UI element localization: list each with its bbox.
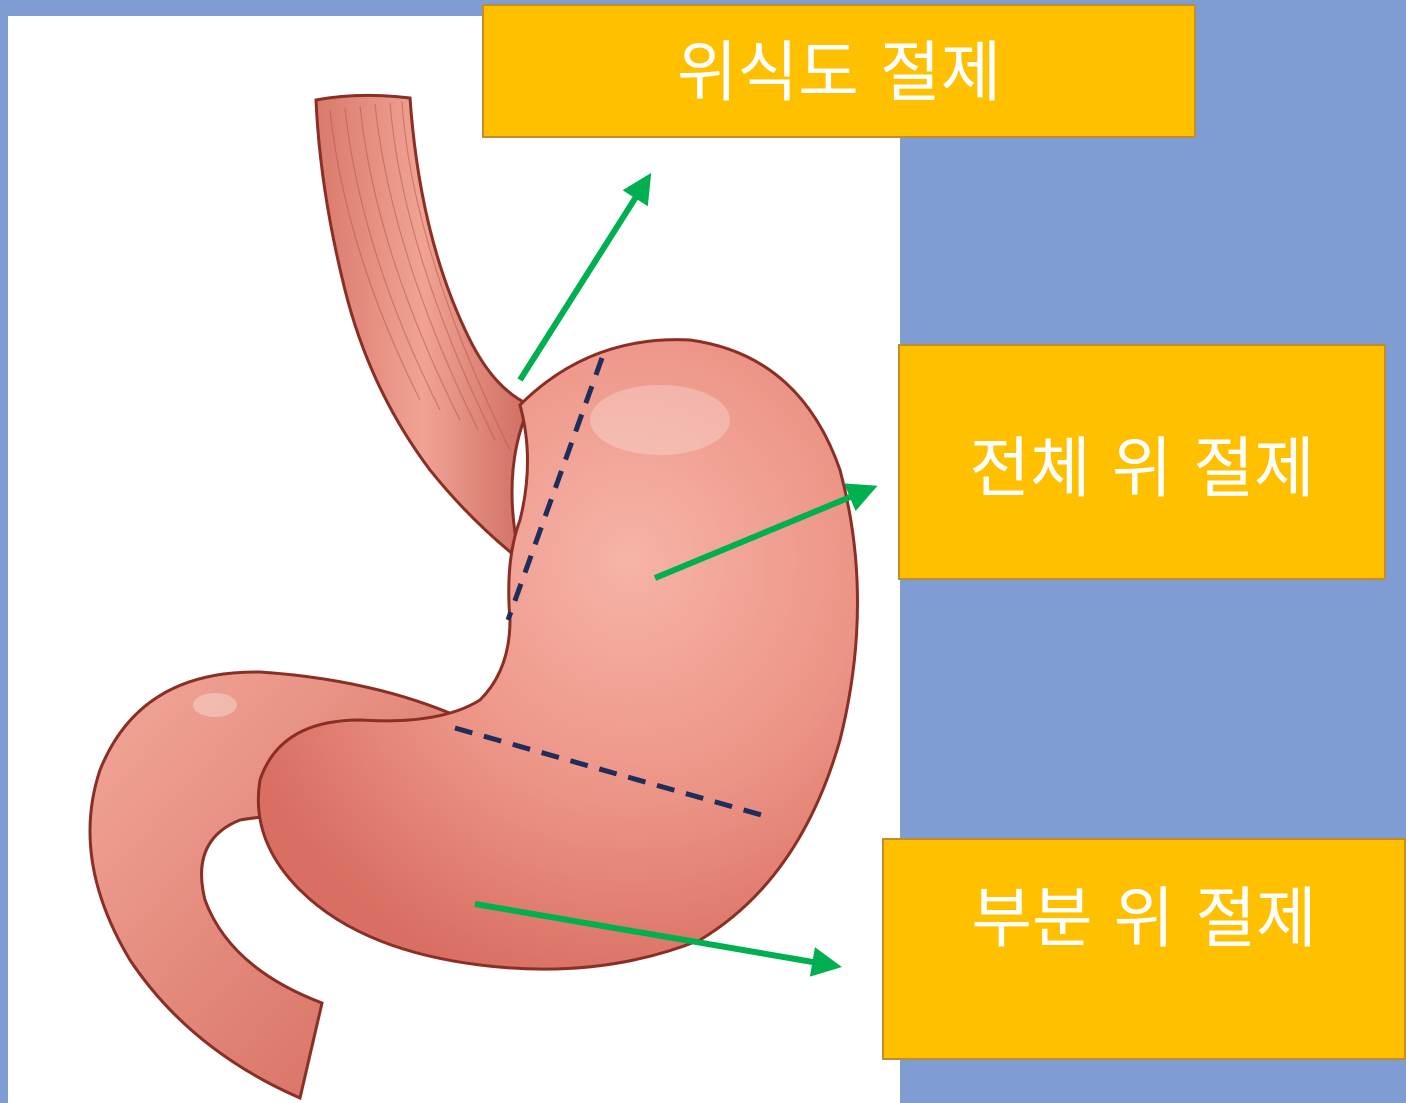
stomach-highlight	[590, 385, 730, 455]
label-partial-gastrectomy-text: 부분 위 절제	[884, 886, 1404, 952]
esophagus	[316, 95, 530, 560]
duodenum-highlight	[193, 693, 237, 717]
label-total-gastrectomy-text: 전체 위 절제	[900, 436, 1384, 502]
label-partial-gastrectomy: 부분 위 절제	[882, 838, 1406, 1060]
label-esophagogastrectomy: 위식도 절제	[482, 4, 1196, 138]
stomach-body	[258, 340, 857, 969]
label-esophagogastrectomy-text: 위식도 절제	[484, 40, 1194, 106]
label-total-gastrectomy: 전체 위 절제	[898, 344, 1386, 580]
